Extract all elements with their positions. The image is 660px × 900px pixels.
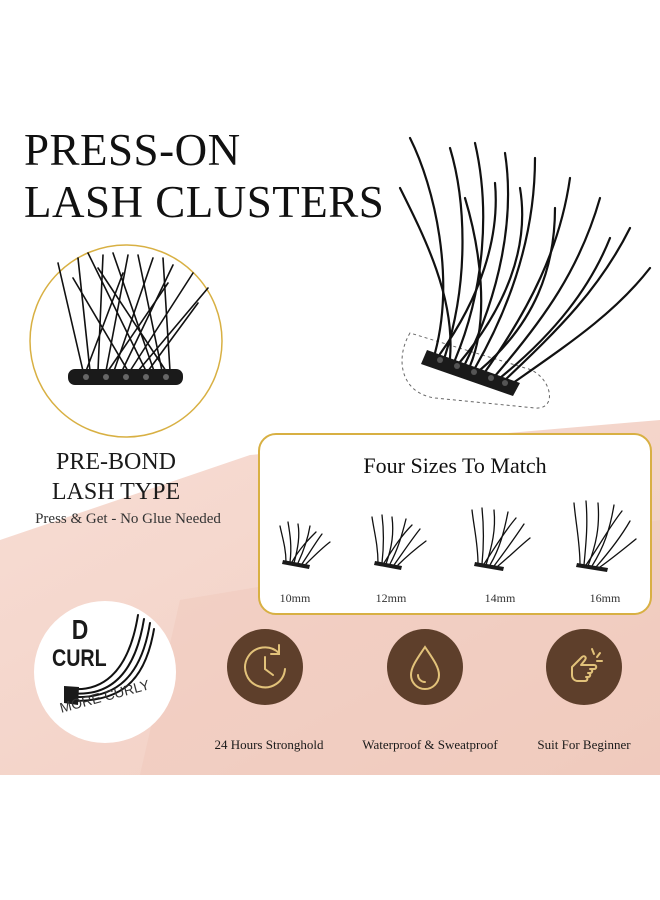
- lash-size-16mm-image: [573, 500, 637, 572]
- hand-icon: [571, 648, 603, 682]
- pre-bond-closeup: [29, 244, 223, 438]
- pre-bond-line-2: LASH TYPE: [51, 479, 181, 505]
- size-label-10mm: 10mm: [279, 591, 311, 605]
- lash-size-14mm-image: [471, 507, 531, 571]
- lash-cluster-illustration: [398, 136, 652, 409]
- headline-line-2: LASH CLUSTERS: [24, 177, 385, 227]
- size-label-12mm: 12mm: [375, 591, 407, 605]
- size-label-16mm: 16mm: [589, 591, 621, 605]
- feature-badge-stronghold: [227, 629, 303, 705]
- pre-bond-line-1: PRE-BOND: [55, 449, 176, 475]
- feature-label-stronghold: 24 Hours Stronghold: [214, 737, 324, 752]
- curl-lash-image: [64, 614, 155, 705]
- sizes-title: Four Sizes To Match: [363, 453, 547, 478]
- pre-bond-title: PRE-BOND LASH TYPE: [0, 447, 232, 507]
- water-drop-icon: [409, 645, 441, 690]
- size-label-14mm: 14mm: [484, 591, 516, 605]
- feature-badge-waterproof: [387, 629, 463, 705]
- feature-badge-beginner: [546, 629, 622, 705]
- lash-size-10mm-image: [279, 521, 331, 569]
- curl-letter: D: [71, 614, 89, 645]
- headline-line-1: PRESS-ON: [24, 125, 241, 175]
- feature-label-beginner: Suit For Beginner: [537, 737, 631, 752]
- headline: PRESS-ON LASH CLUSTERS: [24, 124, 384, 228]
- pre-bond-subtitle: Press & Get - No Glue Needed: [35, 511, 221, 527]
- clock-icon: [244, 644, 286, 689]
- curl-badge: [34, 601, 176, 743]
- curl-word: CURL: [52, 645, 107, 672]
- feature-label-waterproof: Waterproof & Sweatproof: [362, 737, 498, 752]
- lash-size-12mm-image: [371, 514, 427, 570]
